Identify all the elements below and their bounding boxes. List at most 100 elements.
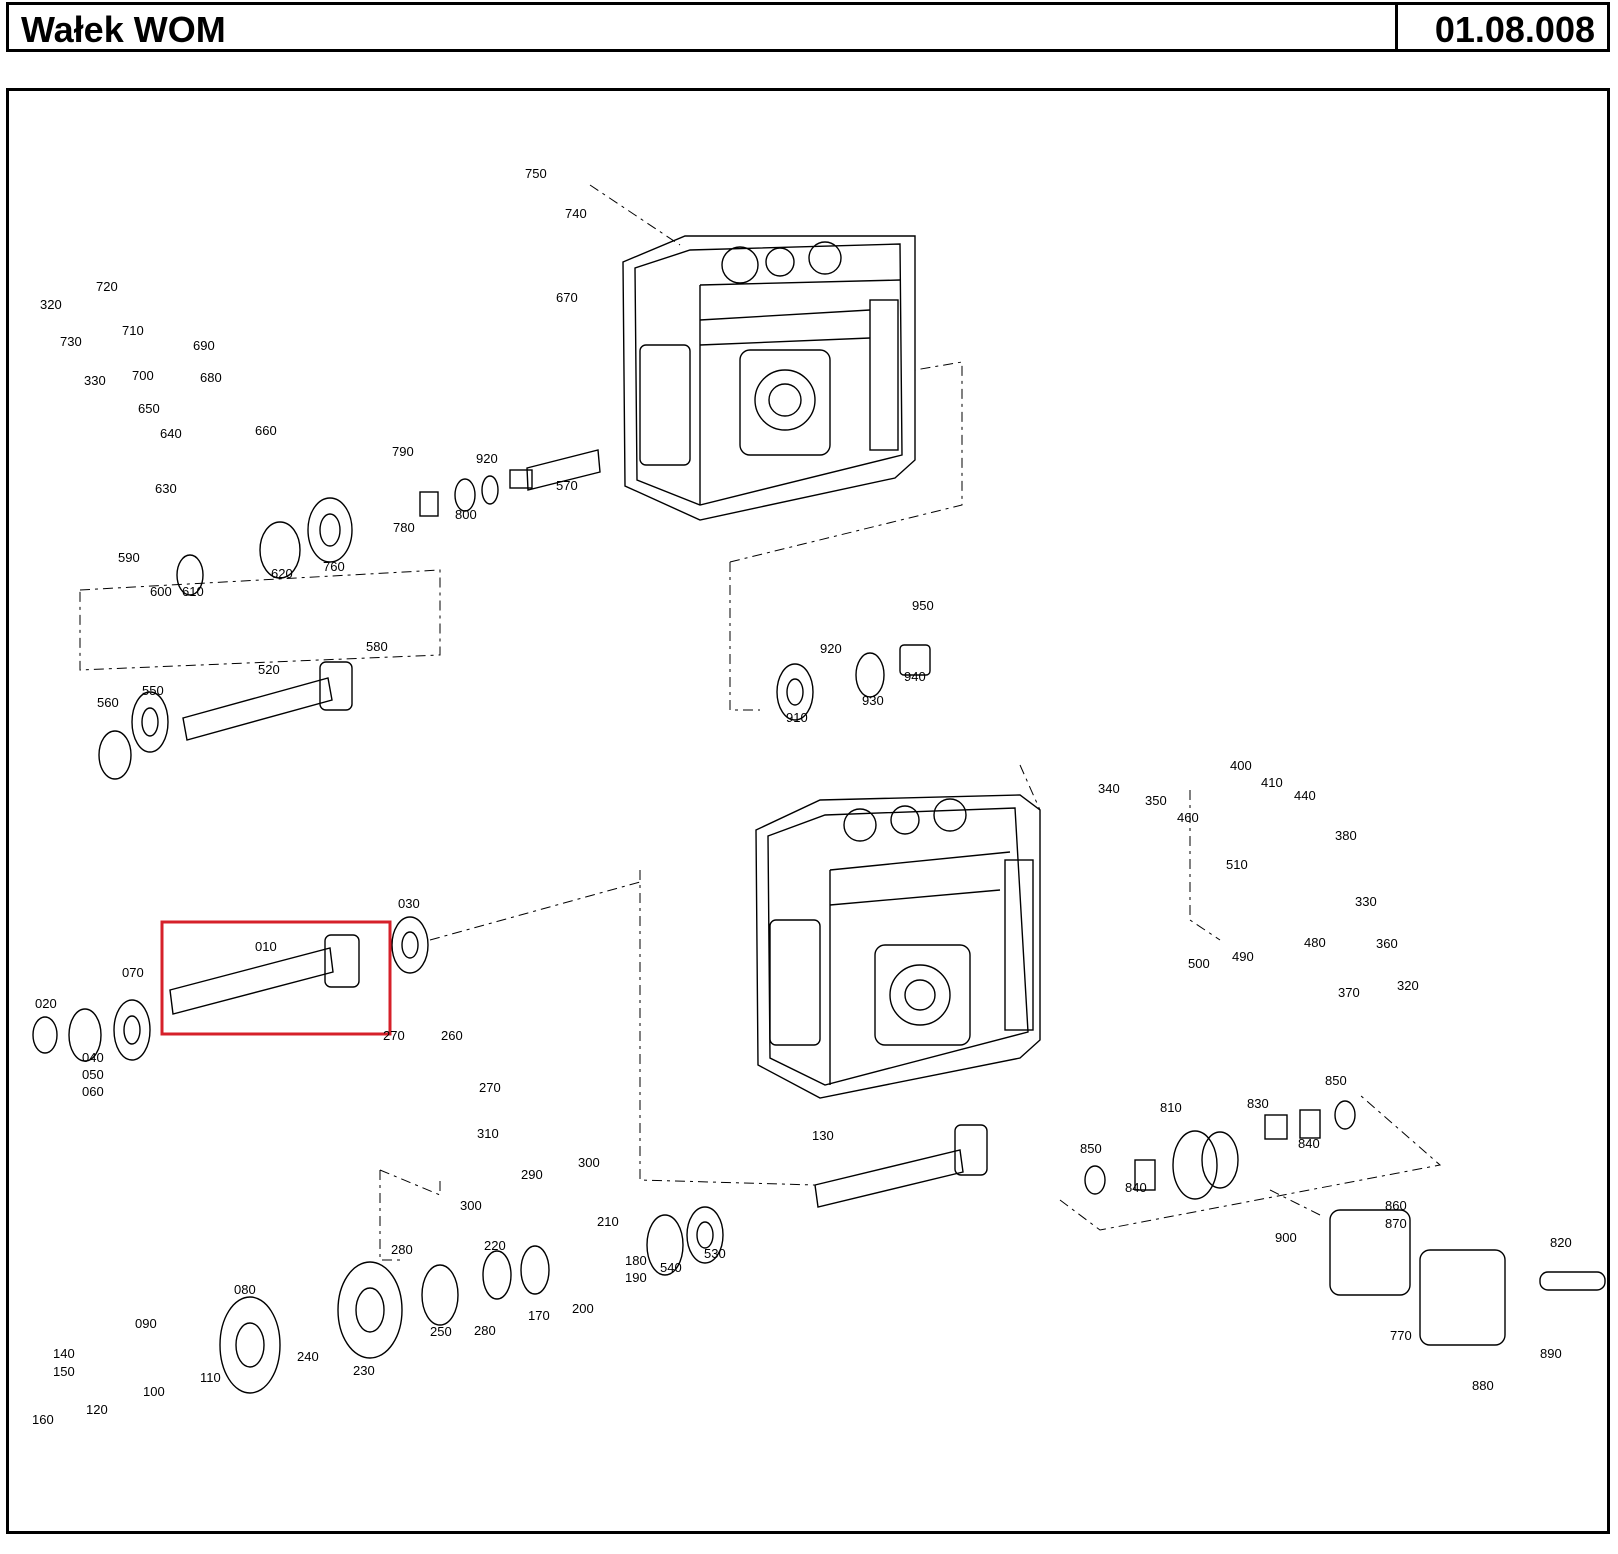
part-label-050: 050 xyxy=(82,1067,104,1082)
part-label-510: 510 xyxy=(1226,857,1248,872)
part-label-290: 290 xyxy=(521,1167,543,1182)
part-label-310: 310 xyxy=(477,1126,499,1141)
part-label-740: 740 xyxy=(565,206,587,221)
highlight-box-010 xyxy=(160,920,392,1036)
part-label-170: 170 xyxy=(528,1308,550,1323)
part-label-760: 760 xyxy=(323,559,345,574)
part-label-660: 660 xyxy=(255,423,277,438)
part-label-250: 250 xyxy=(430,1324,452,1339)
part-label-460: 460 xyxy=(1177,810,1199,825)
header-bar: Wałek WOM 01.08.008 xyxy=(6,2,1610,52)
part-label-240: 240 xyxy=(297,1349,319,1364)
part-label-070: 070 xyxy=(122,965,144,980)
part-label-200: 200 xyxy=(572,1301,594,1316)
part-label-210: 210 xyxy=(597,1214,619,1229)
part-label-700: 700 xyxy=(132,368,154,383)
shaft-520 xyxy=(182,661,353,741)
part-label-640: 640 xyxy=(160,426,182,441)
diagram-artwork xyxy=(32,184,1606,1394)
part-label-840: 840 xyxy=(1298,1136,1320,1151)
part-label-730: 730 xyxy=(60,334,82,349)
part-label-340: 340 xyxy=(1098,781,1120,796)
part-label-610: 610 xyxy=(182,584,204,599)
part-label-580: 580 xyxy=(366,639,388,654)
lower-gearbox-housing xyxy=(755,794,1041,1099)
part-label-950: 950 xyxy=(912,598,934,613)
part-label-080: 080 xyxy=(234,1282,256,1297)
rear-cover xyxy=(1329,1209,1606,1346)
part-label-320: 320 xyxy=(1397,978,1419,993)
part-label-490: 490 xyxy=(1232,949,1254,964)
part-label-680: 680 xyxy=(200,370,222,385)
part-label-520: 520 xyxy=(258,662,280,677)
part-label-010: 010 xyxy=(255,939,277,954)
part-label-150: 150 xyxy=(53,1364,75,1379)
upper-gearbox-housing xyxy=(622,235,916,521)
part-label-270: 270 xyxy=(479,1080,501,1095)
diagram-code: 01.08.008 xyxy=(1434,9,1595,50)
part-label-330: 330 xyxy=(84,373,106,388)
part-label-350: 350 xyxy=(1145,793,1167,808)
part-label-140: 140 xyxy=(53,1346,75,1361)
part-label-850: 850 xyxy=(1080,1141,1102,1156)
part-label-820: 820 xyxy=(1550,1235,1572,1250)
part-label-870: 870 xyxy=(1385,1216,1407,1231)
part-label-190: 190 xyxy=(625,1270,647,1285)
part-label-300: 300 xyxy=(460,1198,482,1213)
shaft-010 xyxy=(169,934,360,1015)
part-label-540: 540 xyxy=(660,1260,682,1275)
part-label-930: 930 xyxy=(862,693,884,708)
part-label-280: 280 xyxy=(391,1242,413,1257)
part-label-770: 770 xyxy=(1390,1328,1412,1343)
part-label-360: 360 xyxy=(1376,936,1398,951)
part-label-480: 480 xyxy=(1304,935,1326,950)
part-label-120: 120 xyxy=(86,1402,108,1417)
gears xyxy=(176,497,1239,1394)
part-label-090: 090 xyxy=(135,1316,157,1331)
part-label-940: 940 xyxy=(904,669,926,684)
part-label-500: 500 xyxy=(1188,956,1210,971)
part-label-160: 160 xyxy=(32,1412,54,1427)
part-label-380: 380 xyxy=(1335,828,1357,843)
part-label-880: 880 xyxy=(1472,1378,1494,1393)
part-label-260: 260 xyxy=(441,1028,463,1043)
part-label-370: 370 xyxy=(1338,985,1360,1000)
part-label-270: 270 xyxy=(383,1028,405,1043)
part-label-060: 060 xyxy=(82,1084,104,1099)
part-label-400: 400 xyxy=(1230,758,1252,773)
part-label-040: 040 xyxy=(82,1050,104,1065)
part-label-780: 780 xyxy=(393,520,415,535)
part-label-920: 920 xyxy=(476,451,498,466)
shaft-130 xyxy=(814,1124,988,1208)
part-label-230: 230 xyxy=(353,1363,375,1378)
part-label-630: 630 xyxy=(155,481,177,496)
part-label-320: 320 xyxy=(40,297,62,312)
part-label-810: 810 xyxy=(1160,1100,1182,1115)
part-label-100: 100 xyxy=(143,1384,165,1399)
part-label-110: 110 xyxy=(200,1370,221,1385)
bearings-and-rings xyxy=(32,475,1356,1276)
part-label-330: 330 xyxy=(1355,894,1377,909)
part-label-920: 920 xyxy=(820,641,842,656)
part-label-830: 830 xyxy=(1247,1096,1269,1111)
part-label-570: 570 xyxy=(556,478,578,493)
part-label-600: 600 xyxy=(150,584,172,599)
part-label-020: 020 xyxy=(35,996,57,1011)
part-label-910: 910 xyxy=(786,710,808,725)
part-label-860: 860 xyxy=(1385,1198,1407,1213)
part-label-840: 840 xyxy=(1125,1180,1147,1195)
part-label-750: 750 xyxy=(525,166,547,181)
part-label-620: 620 xyxy=(271,566,293,581)
part-label-180: 180 xyxy=(625,1253,647,1268)
part-label-650: 650 xyxy=(138,401,160,416)
part-label-410: 410 xyxy=(1261,775,1283,790)
part-label-530: 530 xyxy=(704,1246,726,1261)
assembly-lines xyxy=(79,184,1442,1261)
part-label-850: 850 xyxy=(1325,1073,1347,1088)
part-label-550: 550 xyxy=(142,683,164,698)
part-label-280: 280 xyxy=(474,1323,496,1338)
part-label-690: 690 xyxy=(193,338,215,353)
part-label-710: 710 xyxy=(122,323,144,338)
